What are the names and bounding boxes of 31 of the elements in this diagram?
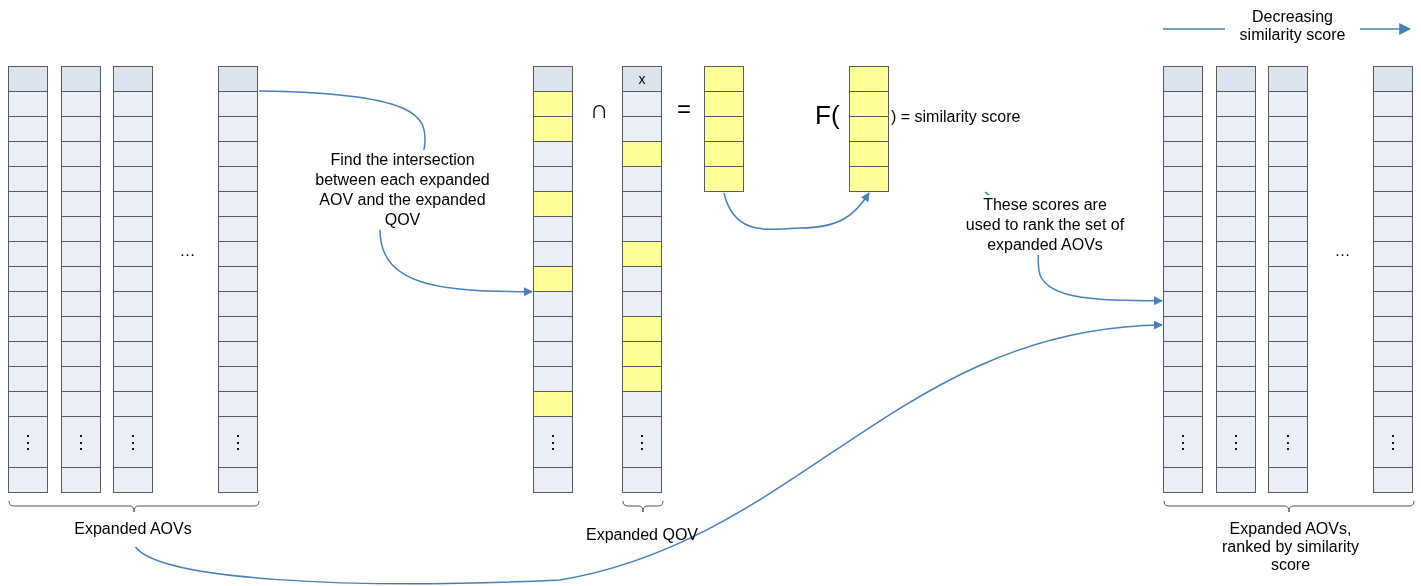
set-caption: Expanded AOVs — [73, 520, 193, 538]
vertical-ellipsis: ⋮ — [544, 431, 562, 453]
function-symbol: F( — [815, 100, 840, 130]
vertical-ellipsis: ⋮ — [72, 431, 90, 453]
edge-label: These scores are used to rank the set of expanded AOVs — [965, 195, 1125, 255]
vertical-ellipsis: ⋮ — [124, 431, 142, 453]
vector-bar — [849, 66, 889, 192]
set-caption: Expanded AOVs, ranked by similarity score — [1221, 520, 1360, 574]
curved-arrow — [134, 321, 1163, 585]
vector-column — [1163, 66, 1203, 492]
vector-column — [61, 66, 101, 492]
direction-label: Decreasing similarity score — [1225, 8, 1360, 44]
vector-column — [113, 66, 153, 492]
result-text: ) = similarity score — [891, 108, 1021, 126]
vector-bar — [704, 66, 744, 192]
vertical-ellipsis: ⋮ — [1279, 431, 1297, 453]
vertical-ellipsis: ⋮ — [1384, 431, 1402, 453]
vertical-ellipsis: ⋮ — [1174, 431, 1192, 453]
curved-arrow — [723, 192, 870, 231]
vector-column — [1216, 66, 1256, 492]
vertical-ellipsis: ⋮ — [633, 431, 651, 453]
vector-column — [1268, 66, 1308, 492]
vertical-ellipsis: ⋮ — [229, 431, 247, 453]
vector-column — [8, 66, 48, 492]
vertical-ellipsis: ⋮ — [19, 431, 37, 453]
vector-column — [533, 66, 573, 492]
vector-entry-text: x — [638, 71, 646, 87]
vector-column — [218, 66, 258, 492]
vector-column — [1373, 66, 1413, 492]
column-caption: Expanded QOV — [584, 526, 700, 544]
vertical-ellipsis: ⋮ — [1227, 431, 1245, 453]
